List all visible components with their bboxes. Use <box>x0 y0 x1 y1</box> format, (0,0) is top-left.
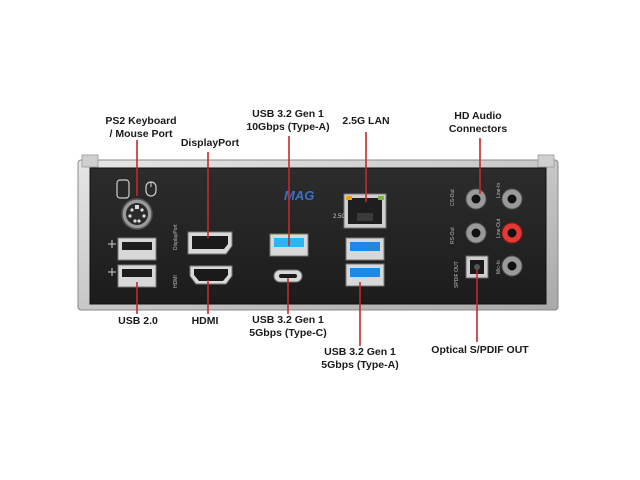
rs-out-mark: RS-Out <box>450 227 456 244</box>
usb32-10g-label-line1: USB 3.2 Gen 1 <box>252 108 324 120</box>
lan-label: 2.5G LAN <box>342 115 390 127</box>
usb32-typec-label-line2: 5Gbps (Type-C) <box>249 327 327 339</box>
lan-port: 2.5G <box>333 193 387 229</box>
lan-speed-mark: 2.5G <box>333 214 346 220</box>
cs-out-mark: CS-Out <box>450 189 456 206</box>
ps2-label-line1: PS2 Keyboard <box>105 115 177 127</box>
hd-audio-label-line1: HD Audio <box>454 110 502 122</box>
usb32-5g-type-a-ports <box>345 237 385 287</box>
hd-audio-connectors: CS-Out RS-Out Line-In Line-Out Mic-In <box>450 182 523 277</box>
spdif-mark: SPDIF OUT <box>454 261 460 288</box>
ps2-keyboard-mouse-port <box>116 179 157 230</box>
usb32-typec-label: USB 3.2 Gen 1 5Gbps (Type-C) <box>240 314 336 340</box>
hdmi-port: HDMI <box>173 265 233 288</box>
ps2-label: PS2 Keyboard / Mouse Port <box>96 115 186 141</box>
spdif-label: Optical S/PDIF OUT <box>431 344 529 356</box>
mic-in-mark: Mic-In <box>496 260 502 274</box>
displayport-label: DisplayPort <box>180 137 240 149</box>
line-out-mark: Line-Out <box>496 218 502 238</box>
usb32-5g-label-line2: 5Gbps (Type-A) <box>321 359 399 371</box>
usb32-10g-label: USB 3.2 Gen 1 10Gbps (Type-A) <box>240 108 336 134</box>
usb32-10g-label-line2: 10Gbps (Type-A) <box>246 121 330 133</box>
hd-audio-label-line2: Connectors <box>448 123 508 135</box>
line-in-mark: Line-In <box>496 182 502 198</box>
mag-logo: MAG <box>284 188 314 203</box>
usb32-5g-label: USB 3.2 Gen 1 5Gbps (Type-A) <box>312 346 408 372</box>
hdmi-label: HDMI <box>191 315 219 327</box>
usb20-ports <box>108 237 157 288</box>
hdmi-mark: HDMI <box>173 275 179 288</box>
mouse-icon <box>145 181 157 197</box>
usb32-5g-label-line1: USB 3.2 Gen 1 <box>324 346 396 358</box>
ps2-label-line2: / Mouse Port <box>109 128 173 140</box>
displayport-port: DisplayPort <box>173 224 233 255</box>
displayport-mark: DisplayPort <box>173 224 179 250</box>
callout-lines <box>136 132 481 346</box>
optical-spdif-port: SPDIF OUT <box>454 255 489 288</box>
hd-audio-label: HD Audio Connectors <box>438 110 518 136</box>
usb32-typec-label-line1: USB 3.2 Gen 1 <box>252 314 324 326</box>
usb-icon <box>108 268 116 276</box>
usb-icon <box>108 240 116 248</box>
usb20-label: USB 2.0 <box>118 315 158 327</box>
